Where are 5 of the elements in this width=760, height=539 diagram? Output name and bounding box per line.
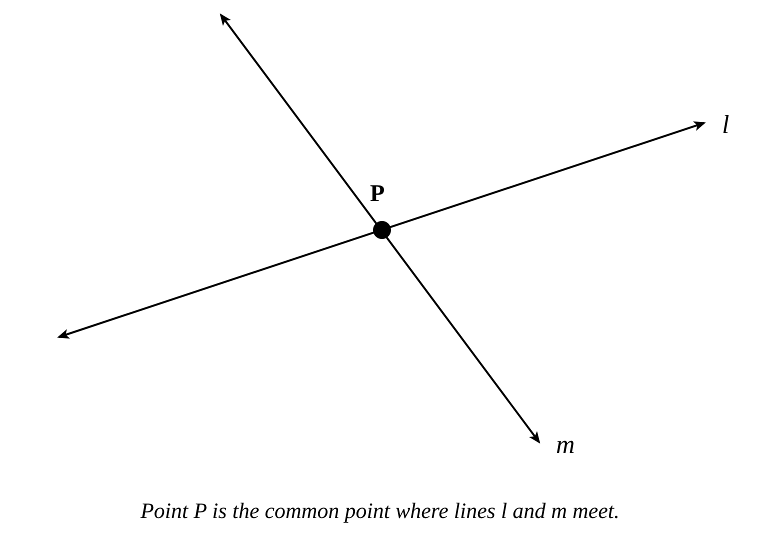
point-dot xyxy=(373,221,391,239)
point-label: P xyxy=(370,182,385,206)
caption: Point P is the common point where lines l and m meet. xyxy=(139,500,621,522)
line-label: l xyxy=(722,112,730,138)
line-label: m xyxy=(556,432,575,458)
